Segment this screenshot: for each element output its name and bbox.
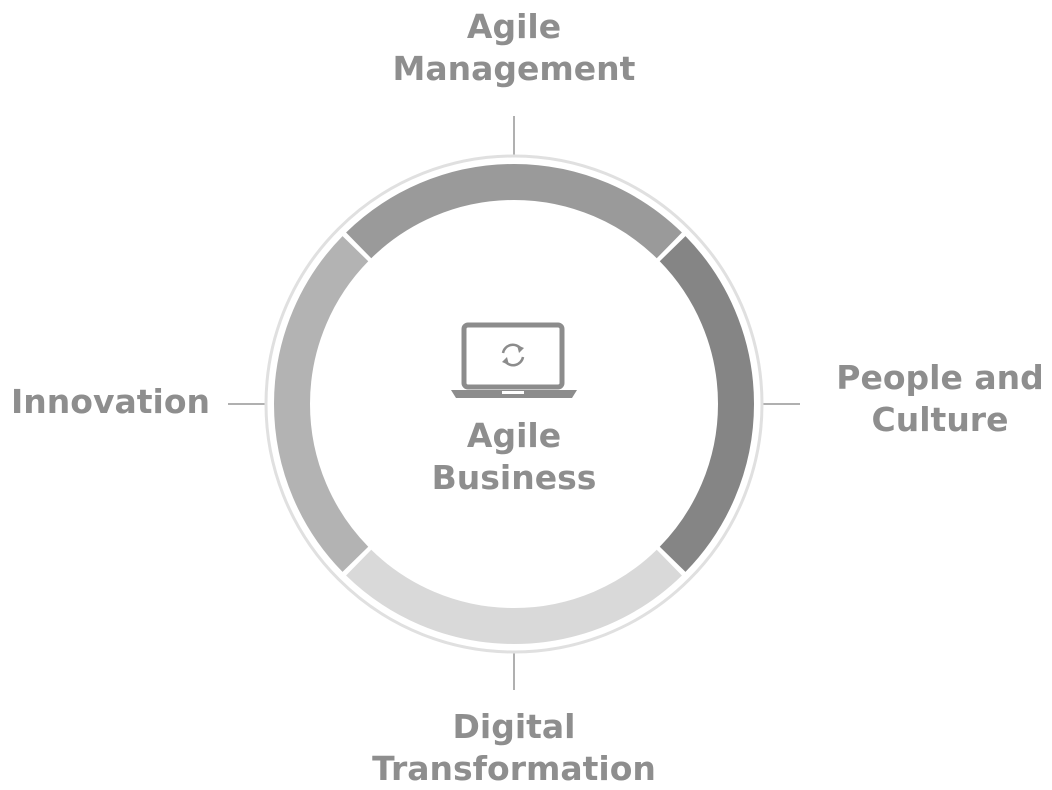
segment-innovation [274, 236, 369, 572]
label-agile-management-line2: Management [392, 49, 636, 88]
label-digital-transformation-line1: Digital [452, 707, 576, 746]
label-agile-management-line1: Agile [466, 7, 562, 46]
label-digital-transformation: Digital Transformation [314, 706, 714, 790]
center-label-line2: Business [431, 458, 597, 497]
segment-digital-transformation [346, 549, 682, 644]
segment-agile-management [346, 164, 682, 259]
center-label-line1: Agile [466, 416, 562, 455]
label-innovation-line1: Innovation [11, 382, 210, 421]
label-people-and-culture-line1: People and [836, 358, 1044, 397]
center-label: Agile Business [414, 415, 614, 499]
label-people-and-culture-line2: Culture [871, 400, 1009, 439]
outer-ring [264, 154, 764, 654]
label-agile-management: Agile Management [364, 6, 664, 90]
label-people-and-culture: People and Culture [830, 357, 1050, 441]
segment-people-and-culture [659, 236, 754, 572]
label-digital-transformation-line2: Transformation [372, 749, 656, 788]
laptop-refresh-icon [451, 322, 577, 398]
label-innovation: Innovation [0, 381, 210, 423]
